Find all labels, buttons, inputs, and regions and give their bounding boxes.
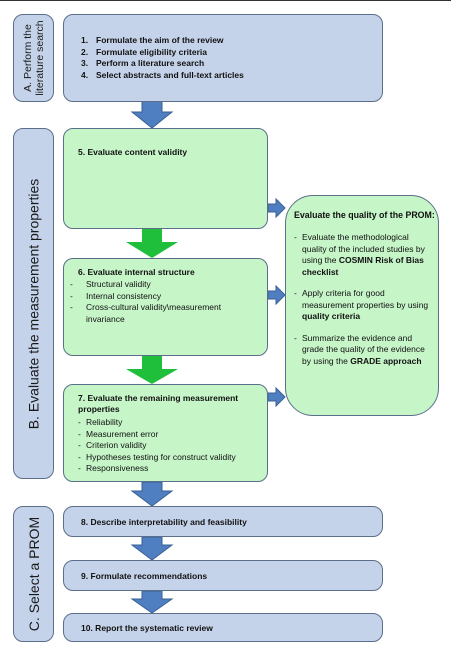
quality-points: -Evaluate the methodological quality of …: [294, 232, 430, 367]
arrow-search-to-eval: [130, 100, 174, 129]
list-item: -Measurement error: [78, 428, 159, 439]
step7-list: -Reliability -Measurement error -Criteri…: [78, 417, 259, 475]
list-item: -Cross-cultural validity\measurement inv…: [70, 302, 222, 324]
list-item: -Structural validity: [70, 279, 151, 289]
phase-a-panel: A. Perform the literature search: [13, 14, 54, 102]
arrow-7-to-quality: [267, 386, 286, 408]
top-rule: [0, 0, 451, 1]
search-step: 3.Perform a literature search: [81, 58, 205, 68]
phase-c-label: C. Select a PROM: [25, 516, 42, 632]
search-step: 2.Formulate eligibility criteria: [81, 46, 208, 57]
quality-point: -Evaluate the methodological quality of …: [294, 232, 425, 277]
search-step: 1.Formulate the aim of the review: [81, 35, 224, 45]
arrow-8-to-9: [130, 536, 174, 561]
step10-box: 10. Report the systematic review: [63, 613, 383, 642]
step10-title: 10. Report the systematic review: [81, 623, 213, 633]
step6-title: 6. Evaluate internal structure: [78, 267, 195, 277]
list-item: -Reliability: [78, 417, 123, 427]
search-steps-list: 1.Formulate the aim of the review 2.Form…: [81, 35, 382, 81]
phase-c-panel: C. Select a PROM: [13, 506, 54, 642]
step7-title: 7. Evaluate the remaining measurement pr…: [78, 393, 239, 414]
step5-title: 5. Evaluate content validity: [78, 147, 188, 157]
list-item: -Internal consistency: [70, 290, 162, 301]
search-step: 4.Select abstracts and full-text article…: [81, 69, 244, 80]
arrow-6-to-7: [126, 356, 178, 384]
step9-title: 9. Formulate recommendations: [81, 571, 208, 581]
step8-title: 8. Describe interpretability and feasibi…: [81, 517, 247, 527]
step8-box: 8. Describe interpretability and feasibi…: [63, 506, 383, 537]
quality-box: Evaluate the quality of the PROM: -Evalu…: [285, 195, 439, 416]
list-item: -Hypotheses testing for construct validi…: [78, 451, 236, 462]
step7-box: 7. Evaluate the remaining measurement pr…: [63, 384, 268, 482]
step5-box: 5. Evaluate content validity: [63, 128, 268, 229]
arrow-7-to-8: [130, 481, 174, 507]
step6-list: -Structural validity -Internal consisten…: [70, 279, 259, 325]
phase-b-panel: B. Evaluate the measurement properties: [13, 128, 54, 479]
quality-point: -Apply criteria for good measurement pro…: [294, 288, 429, 321]
arrow-6-to-quality: [267, 284, 286, 306]
arrow-5-to-quality: [267, 197, 286, 219]
phase-b-label: B. Evaluate the measurement properties: [25, 178, 41, 429]
step6-box: 6. Evaluate internal structure -Structur…: [63, 258, 268, 356]
quality-point: -Summarize the evidence and grade the qu…: [294, 332, 425, 366]
arrow-5-to-6: [126, 229, 178, 258]
list-item: -Responsiveness: [78, 463, 149, 473]
step9-box: 9. Formulate recommendations: [63, 560, 383, 591]
search-steps-box: 1.Formulate the aim of the review 2.Form…: [63, 14, 383, 102]
phase-a-label: A. Perform the literature search: [21, 20, 46, 96]
quality-title: Evaluate the quality of the PROM:: [294, 210, 435, 220]
arrow-9-to-10: [130, 590, 174, 614]
list-item: -Criterion validity: [78, 440, 147, 450]
